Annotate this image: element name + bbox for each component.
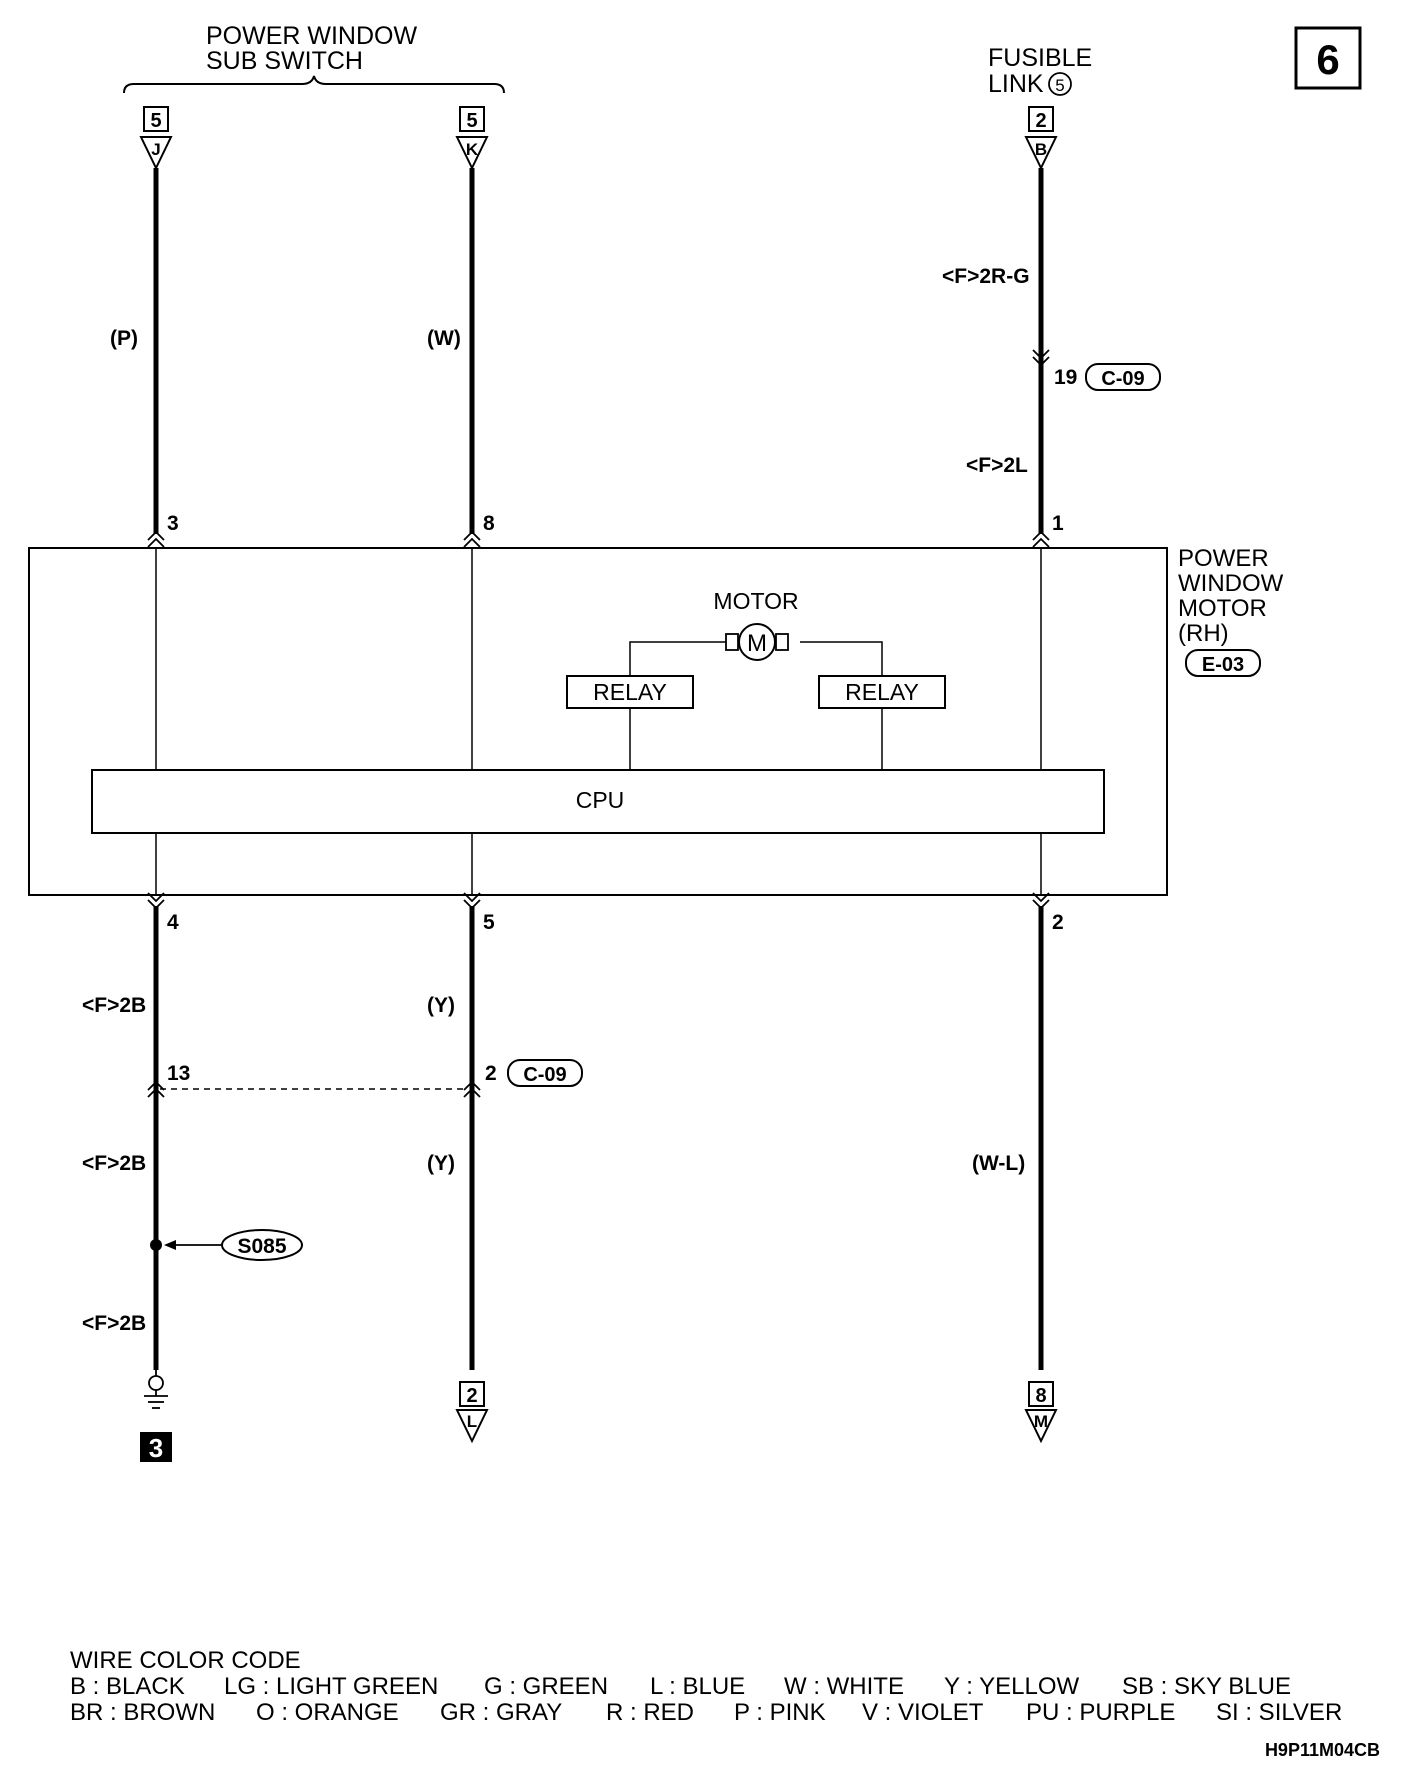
s085-badge [221,1229,303,1261]
motor-icon [738,623,776,661]
component-title-line4: (RH) [1178,620,1229,647]
legend-item: BR : BROWN [70,1699,215,1726]
splice-arrowhead [164,1240,176,1250]
bottom-connector-l: 2 L [455,1381,489,1444]
ground-ref-box [140,1432,172,1462]
junction-mark-c09-top [1032,349,1050,367]
legend-item: LG : LIGHT GREEN [224,1673,438,1700]
pin-2-mid: 2 [485,1062,497,1085]
fusible-link-number: 5 [1055,76,1064,95]
internal-wires [155,548,1042,895]
wire-label-p: (P) [110,327,138,350]
relay-right-box [818,675,946,709]
pin-5: 5 [483,911,495,934]
fusible-link-title-line1: FUSIBLE [988,44,1092,72]
svg-text:B: B [1035,140,1047,159]
page-number: 6 [1316,36,1339,83]
pin-4: 4 [167,911,179,934]
motor-terminal-left [725,633,739,651]
fusible-link-number-circle [1048,72,1072,96]
pin-chevrons-bottom [147,892,1050,910]
fusible-link-title-line2: LINK [988,70,1044,98]
svg-text:2: 2 [1035,110,1046,132]
svg-text:M: M [1034,1412,1048,1431]
svg-text:5: 5 [466,110,477,132]
legend-row-1: B : BLACK LG : LIGHT GREEN G : GREEN L :… [70,1673,1291,1700]
bottom-connector-m: 8 M [1024,1381,1058,1444]
wire-label-f2b-1: <F>2B [82,994,146,1017]
sub-switch-title-line2: SUB SWITCH [206,47,363,75]
svg-text:K: K [466,140,479,159]
legend-item: P : PINK [734,1699,826,1726]
wire-label-f2l: <F>2L [966,454,1028,477]
top-connector-b: 2 B [1024,106,1058,171]
pin-1: 1 [1052,512,1064,535]
legend-item: PU : PURPLE [1026,1699,1175,1726]
legend-item: SI : SILVER [1216,1699,1342,1726]
wire-label-f2rg: <F>2R-G [942,265,1030,288]
wire-label-w: (W) [427,327,461,350]
legend-title: WIRE COLOR CODE [70,1647,301,1674]
motor-terminal-right [775,633,789,651]
pin-19: 19 [1054,366,1077,389]
junction-mark-c09-mid [147,1080,481,1098]
svg-text:5: 5 [150,110,161,132]
cpu-box [91,769,1105,834]
cpu-label: CPU [576,787,625,813]
wire-label-y-2: (Y) [427,1152,455,1175]
legend-item: L : BLUE [650,1673,745,1700]
s085-label: S085 [237,1235,286,1258]
relay-right-label: RELAY [845,679,919,705]
component-title-line3: MOTOR [1178,595,1267,622]
svg-text:L: L [467,1412,477,1431]
pin-3: 3 [167,512,179,535]
wire-label-f2b-2: <F>2B [82,1152,146,1175]
pin-8: 8 [483,512,495,535]
relay-left-box [566,675,694,709]
wire-label-y-1: (Y) [427,994,455,1017]
motor-label: MOTOR [713,588,798,614]
svg-text:8: 8 [1035,1385,1046,1407]
component-title-line1: POWER [1178,545,1269,572]
legend-item: R : RED [606,1699,694,1726]
wire-label-wl: (W-L) [972,1152,1025,1175]
c09-mid-label: C-09 [523,1064,566,1086]
legend-item: Y : YELLOW [944,1673,1080,1700]
legend-item: O : ORANGE [256,1699,399,1726]
e03-label: E-03 [1202,654,1244,676]
svg-text:2: 2 [466,1385,477,1407]
ground-ref-label: 3 [149,1433,163,1463]
legend-item: B : BLACK [70,1673,185,1700]
relay-left-label: RELAY [593,679,667,705]
e03-badge [1185,649,1261,677]
component-title-line2: WINDOW [1178,570,1284,597]
c09-top-label: C-09 [1101,368,1144,390]
sub-switch-title-line1: POWER WINDOW [206,22,417,50]
legend-item: GR : GRAY [440,1699,562,1726]
splice-dot [150,1239,162,1251]
legend-item: SB : SKY BLUE [1122,1673,1291,1700]
pin-13: 13 [167,1062,190,1085]
ground-icon [144,1370,168,1409]
legend-item: W : WHITE [784,1673,904,1700]
sub-switch-brace [123,75,505,94]
page-number-box [1294,26,1362,90]
c09-top-badge [1085,363,1161,391]
pin-2-right: 2 [1052,911,1064,934]
top-connector-k: 5 K [455,106,489,171]
figure-code: H9P11M04CB [1265,1740,1380,1760]
svg-text:J: J [151,140,160,159]
legend-row-2: BR : BROWN O : ORANGE GR : GRAY R : RED … [70,1699,1342,1726]
c09-mid-badge [507,1059,583,1087]
top-connector-j: 5 J [139,106,173,171]
power-window-motor-box [28,547,1168,896]
pin-chevrons-top [147,530,1050,548]
wire-label-f2b-3: <F>2B [82,1312,146,1335]
motor-symbol: M [747,630,767,657]
legend-item: V : VIOLET [862,1699,984,1726]
legend-item: G : GREEN [484,1673,608,1700]
